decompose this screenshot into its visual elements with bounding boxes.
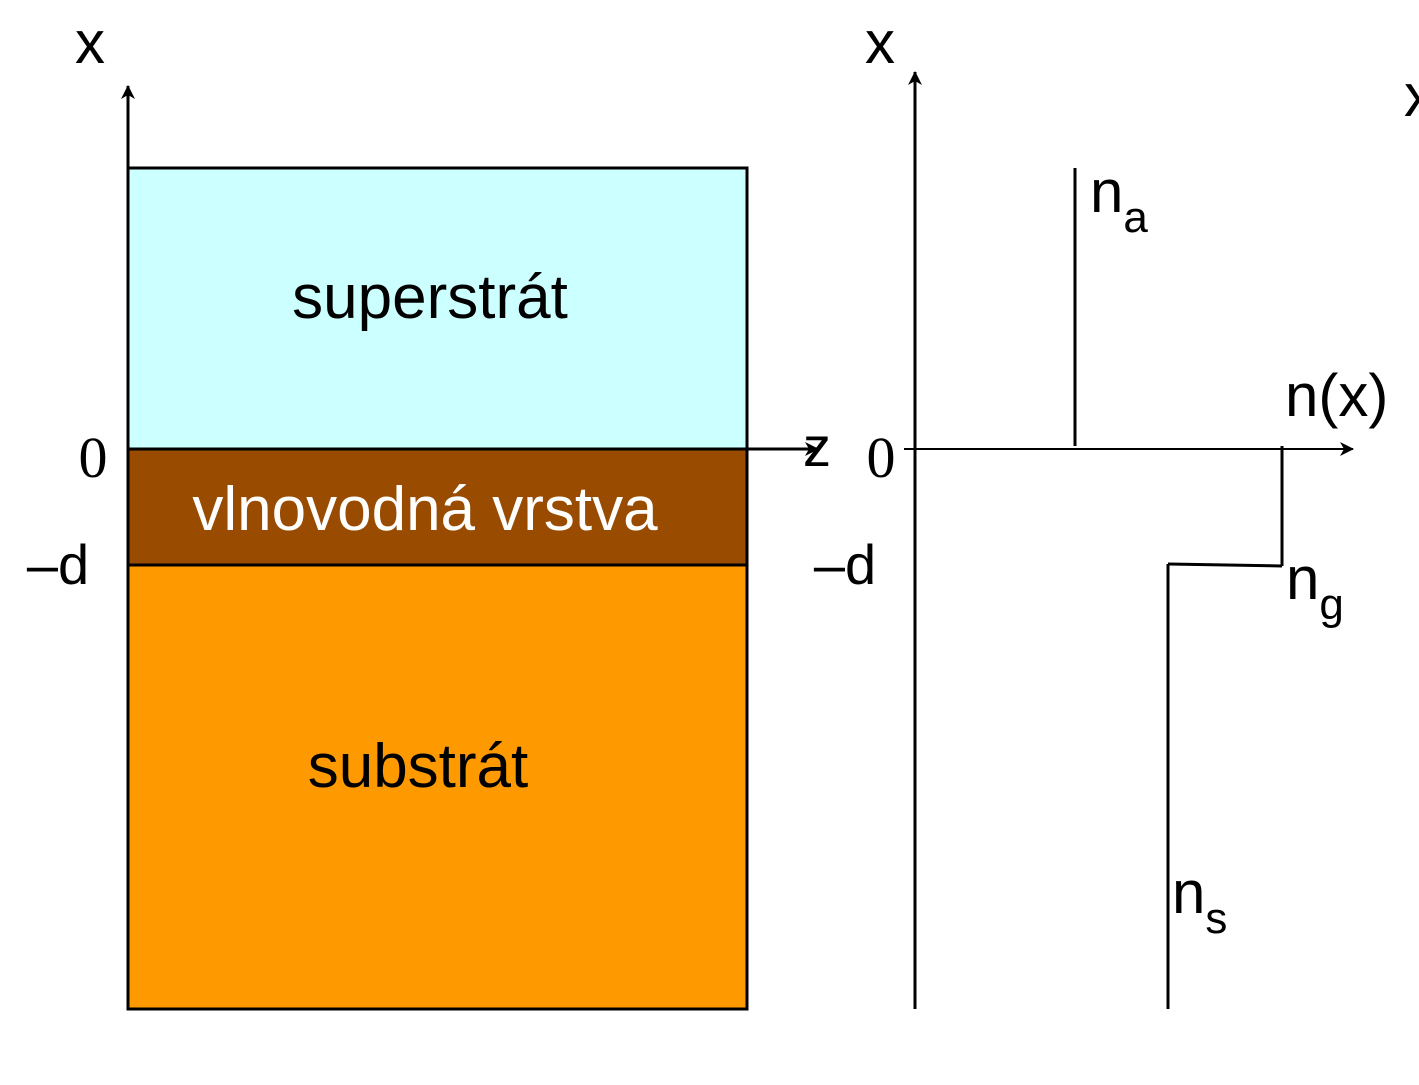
left-z-axis-label: z [803, 415, 831, 478]
substrate-layer [126, 563, 749, 1011]
profile-step-segment [1167, 562, 1283, 568]
n-a-subscript: a [1123, 193, 1148, 242]
right-n-axis-label: n(x) [1285, 362, 1388, 429]
left-zero-label: 0 [79, 425, 108, 490]
n-s-subscript: s [1205, 894, 1227, 943]
substrate-label: substrát [308, 732, 529, 801]
n-a-base: n [1090, 158, 1123, 225]
n-g-subscript: g [1319, 580, 1343, 629]
waveguide-layer-label: vlnovodná vrstva [192, 475, 658, 544]
waveguide-layer [126, 447, 749, 567]
left-minus-d-label: –d [27, 533, 89, 596]
n-g-base: n [1286, 545, 1319, 612]
n-s-base: n [1172, 859, 1205, 926]
cropped-edge-label: x [1404, 62, 1419, 129]
left-x-axis-label: x [75, 9, 105, 76]
n-a-label: na [1090, 158, 1148, 242]
layer-structure-panel: x z 0 –d superstrát vlnovodná vrstva sub… [27, 9, 831, 1011]
right-x-axis-label: x [865, 9, 895, 76]
index-profile-panel: x n(x) 0 –d na ng ns x [814, 9, 1419, 1009]
right-minus-d-label: –d [814, 533, 876, 596]
superstrate-label: superstrát [292, 263, 568, 332]
n-s-label: ns [1172, 859, 1227, 943]
right-zero-label: 0 [867, 425, 896, 490]
n-g-label: ng [1286, 545, 1344, 629]
superstrate-layer [126, 166, 749, 451]
